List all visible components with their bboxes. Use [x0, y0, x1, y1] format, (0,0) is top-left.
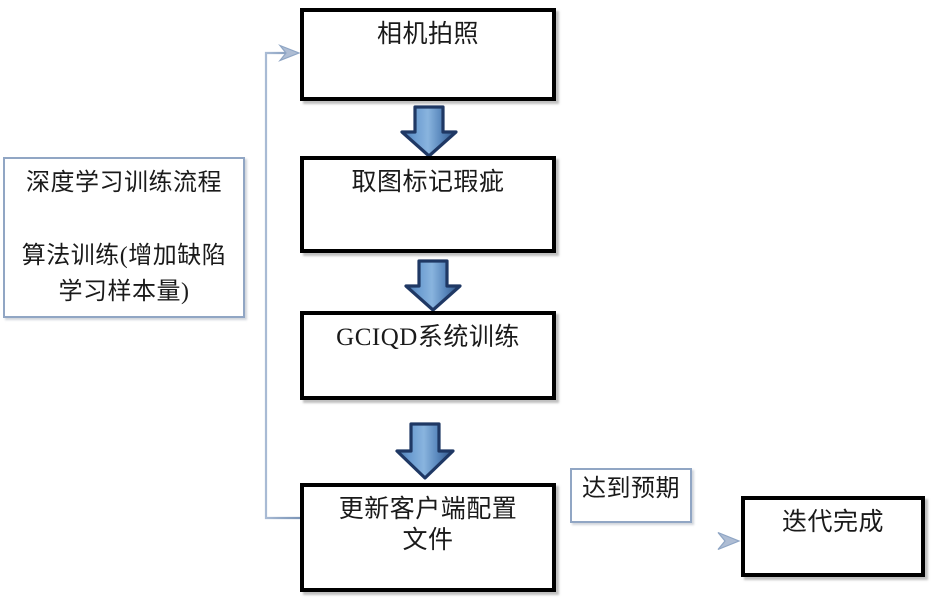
- process-box-update-client-config-label: 更新客户端配置 文件: [338, 496, 518, 554]
- process-box-gciqd-training[interactable]: GCIQD系统训练: [300, 311, 556, 400]
- process-box-update-client-config[interactable]: 更新客户端配置 文件: [300, 483, 556, 592]
- process-box-camera-capture[interactable]: 相机拍照: [300, 8, 556, 101]
- process-box-gciqd-training-label: GCIQD系统训练: [336, 324, 520, 351]
- feedback-arrowhead-icon: [278, 44, 301, 62]
- process-box-iteration-done[interactable]: 迭代完成: [741, 496, 925, 577]
- note-box-training-process[interactable]: 深度学习训练流程 算法训练(增加缺陷 学习样本量): [3, 157, 245, 318]
- note-box-training-process-label: 深度学习训练流程 算法训练(增加缺陷 学习样本量): [21, 169, 227, 305]
- note-box-expectation-met[interactable]: 达到预期: [570, 468, 692, 523]
- arrow-capture-to-mark-icon: [400, 105, 458, 158]
- process-box-mark-defects-label: 取图标记瑕疵: [351, 169, 505, 196]
- process-box-iteration-done-label: 迭代完成: [781, 509, 884, 536]
- done-arrowhead-icon: [717, 531, 741, 551]
- process-box-camera-capture-label: 相机拍照: [376, 21, 479, 48]
- arrow-training-to-update-icon: [395, 422, 455, 480]
- update-to-done-connector: [556, 531, 741, 551]
- arrow-mark-to-training-icon: [404, 259, 462, 312]
- feedback-loop-connector: [264, 44, 301, 520]
- note-box-expectation-met-label: 达到预期: [582, 476, 680, 502]
- process-box-mark-defects[interactable]: 取图标记瑕疵: [300, 156, 556, 253]
